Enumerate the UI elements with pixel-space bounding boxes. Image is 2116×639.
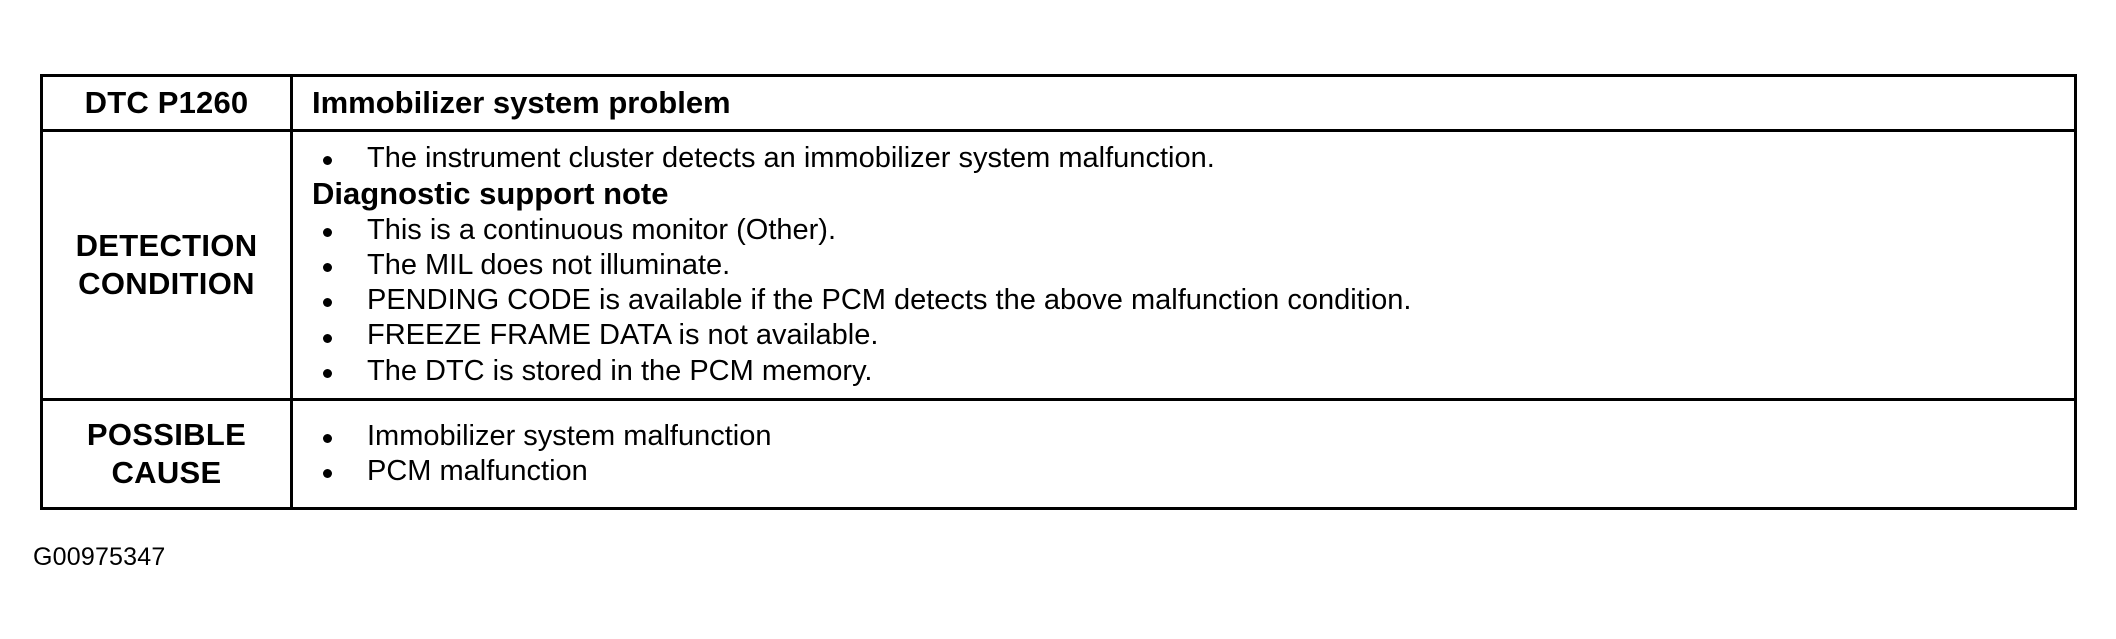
list-item-text: The instrument cluster detects an immobi… <box>367 142 1215 174</box>
table-row-detection-condition: DETECTION CONDITION The instrument clust… <box>40 129 2077 401</box>
possible-cause-label-cell: POSSIBLE CAUSE <box>40 397 293 510</box>
bullet-icon <box>323 368 332 378</box>
possible-cause-label-line-1: POSSIBLE <box>86 417 247 453</box>
list-item: The instrument cluster detects an immobi… <box>293 141 2064 175</box>
diagnostic-support-note-heading: Diagnostic support note <box>312 176 669 212</box>
list-item: PENDING CODE is available if the PCM det… <box>293 283 2064 317</box>
bullet-icon <box>323 298 332 308</box>
diagnostic-support-note-list: This is a continuous monitor (Other). Th… <box>293 213 2064 388</box>
detection-condition-label-cell: DETECTION CONDITION <box>40 129 293 401</box>
bullet-icon <box>323 333 332 343</box>
list-item-text: Immobilizer system malfunction <box>367 419 772 452</box>
list-item-text: The DTC is stored in the PCM memory. <box>367 354 873 387</box>
list-item: Immobilizer system malfunction <box>293 419 2064 453</box>
dtc-code-cell: DTC P1260 <box>40 74 293 132</box>
detection-condition-body: The instrument cluster detects an immobi… <box>293 141 2064 388</box>
bullet-icon <box>323 227 332 237</box>
list-item: The DTC is stored in the PCM memory. <box>293 354 2064 388</box>
detection-condition-label-line-2: CONDITION <box>78 265 255 301</box>
list-item: PCM malfunction <box>293 454 2064 488</box>
detection-condition-label-line-1: DETECTION <box>75 228 258 264</box>
table-row-possible-cause: POSSIBLE CAUSE Immobilizer system malfun… <box>40 397 2077 510</box>
detection-condition-lead-list: The instrument cluster detects an immobi… <box>293 141 2064 175</box>
dtc-table: DTC P1260 Immobilizer system problem DET… <box>40 74 2077 510</box>
list-item: This is a continuous monitor (Other). <box>293 213 2064 247</box>
possible-cause-body-cell: Immobilizer system malfunction PCM malfu… <box>290 397 2077 510</box>
list-item-text: This is a continuous monitor (Other). <box>367 213 837 246</box>
dtc-title-cell: Immobilizer system problem <box>290 74 2077 132</box>
dtc-code-label: DTC P1260 <box>84 85 249 120</box>
detection-condition-body-cell: The instrument cluster detects an immobi… <box>290 129 2077 401</box>
list-item-text: The MIL does not illuminate. <box>367 248 731 281</box>
possible-cause-list: Immobilizer system malfunction PCM malfu… <box>293 419 2064 488</box>
table-row-header: DTC P1260 Immobilizer system problem <box>40 74 2077 132</box>
list-item: FREEZE FRAME DATA is not available. <box>293 318 2064 352</box>
list-item: The MIL does not illuminate. <box>293 248 2064 282</box>
figure-caption: G00975347 <box>33 543 166 571</box>
bullet-icon <box>323 263 332 273</box>
possible-cause-label: POSSIBLE CAUSE <box>43 416 290 492</box>
dtc-title-text: Immobilizer system problem <box>312 85 731 120</box>
bullet-icon <box>323 468 332 478</box>
list-item-text: PCM malfunction <box>367 454 588 487</box>
list-item-text: FREEZE FRAME DATA is not available. <box>367 319 879 352</box>
bullet-icon <box>323 433 332 443</box>
detection-condition-label: DETECTION CONDITION <box>43 227 290 303</box>
list-item-text: PENDING CODE is available if the PCM det… <box>367 284 1412 317</box>
bullet-icon <box>323 156 332 166</box>
possible-cause-label-line-2: CAUSE <box>111 454 222 490</box>
